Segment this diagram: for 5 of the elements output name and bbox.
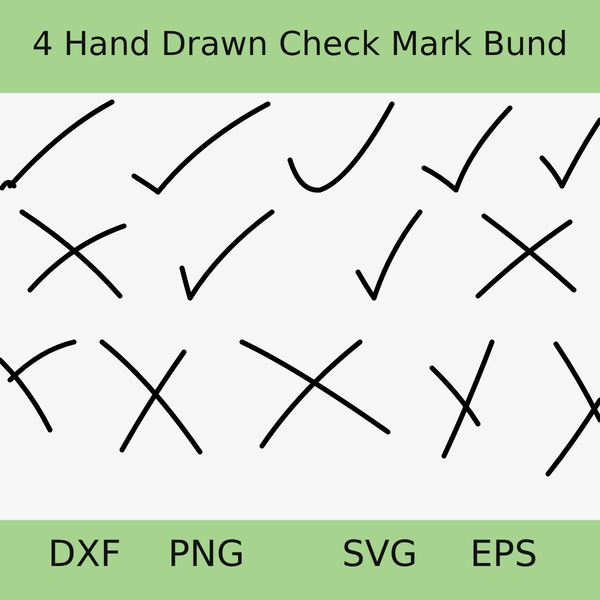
file-format-label: EPS [470, 534, 538, 575]
file-format-label: PNG [168, 534, 245, 575]
file-format-label: SVG [342, 534, 418, 575]
title: 4 Hand Drawn Check Mark Bund [31, 24, 569, 63]
file-format-label: DXF [48, 534, 122, 575]
